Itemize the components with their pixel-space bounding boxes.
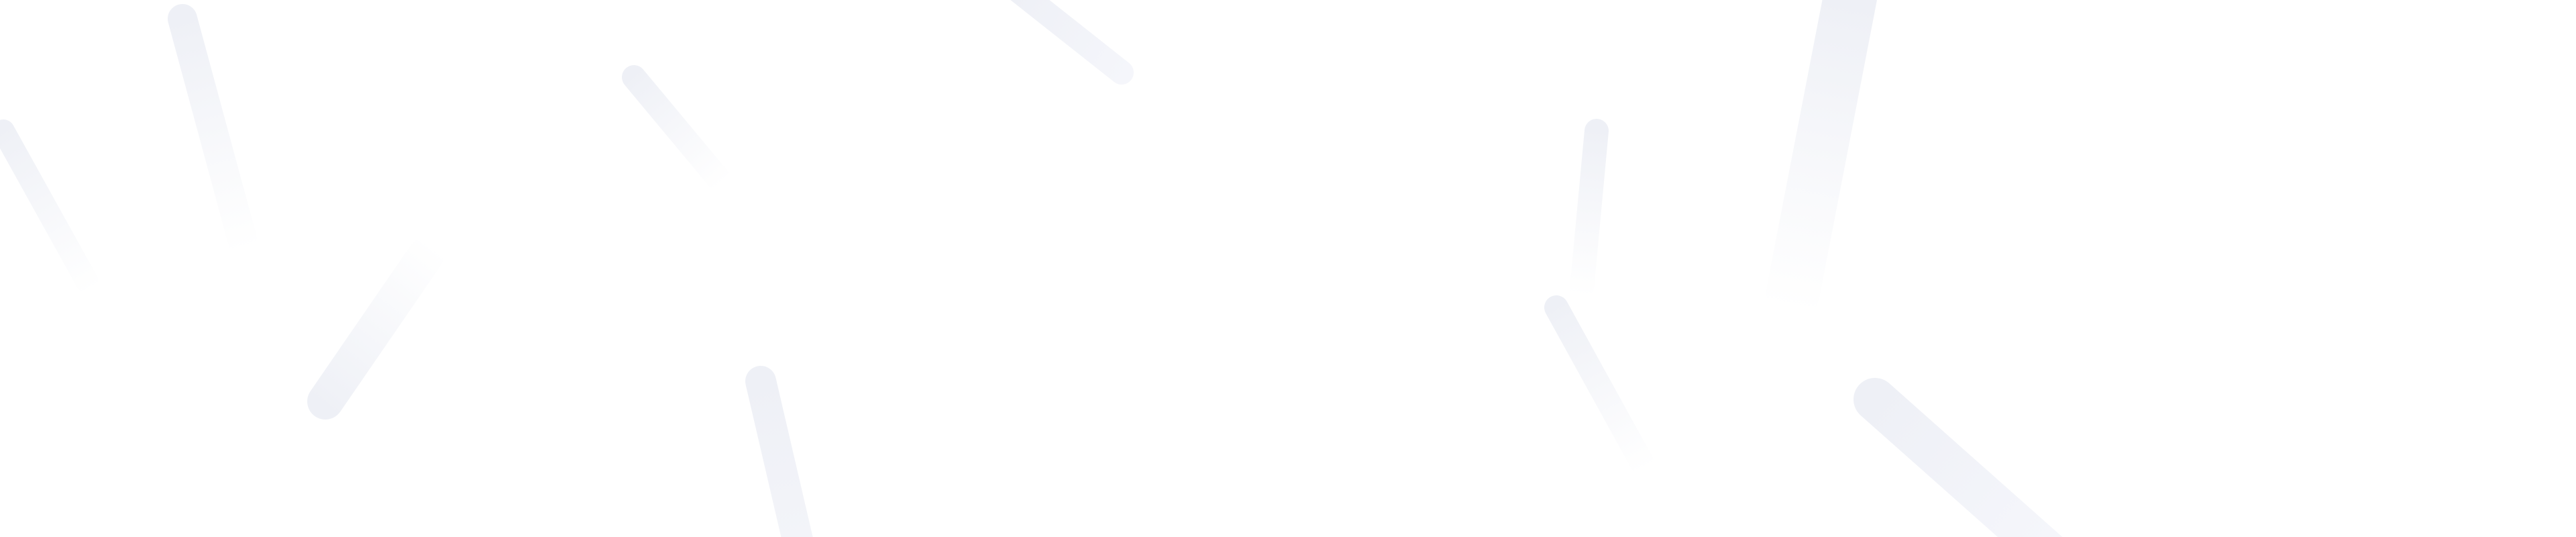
decor-stroke <box>1854 378 2063 537</box>
decor-stroke <box>745 366 813 537</box>
decor-stroke <box>0 119 99 293</box>
decor-stroke <box>1570 119 1609 301</box>
decor-stroke <box>1010 0 1134 85</box>
decor-stroke <box>1544 295 1654 475</box>
decor-stroke <box>622 65 730 190</box>
decor-stroke <box>307 237 444 420</box>
decor-stroke <box>168 4 258 256</box>
decor-stroke <box>1766 0 1877 322</box>
